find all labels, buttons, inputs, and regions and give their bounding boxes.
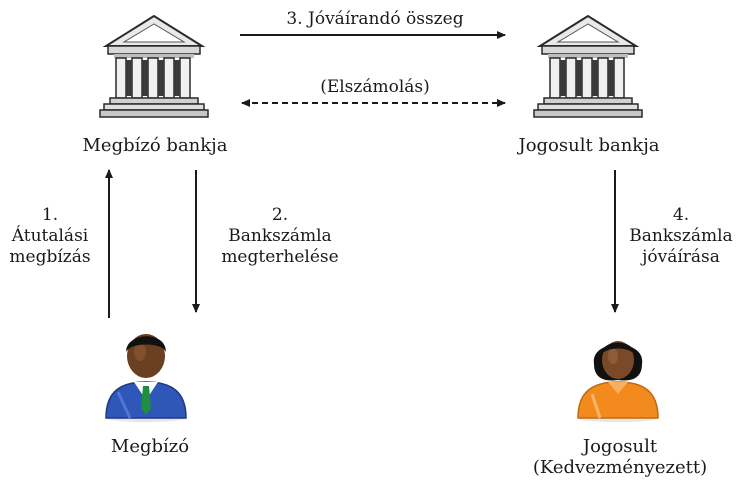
step2-line1: Bankszámla: [228, 226, 332, 246]
businessman-avatar-icon: [105, 334, 187, 422]
payee-label-name: Jogosult: [582, 436, 658, 457]
step1-label: 1. Átutalási megbízás: [0, 205, 100, 268]
step1-line2: megbízás: [9, 247, 91, 267]
step4-line2: jóváírása: [642, 247, 720, 267]
step4-label: 4. Bankszámla jóváírása: [624, 205, 738, 268]
payee-label-role: (Kedvezményezett): [532, 457, 708, 478]
settlement-label: (Elszámolás): [320, 77, 430, 97]
step1-line1: Átutalási: [11, 226, 89, 246]
step4-number: 4.: [672, 205, 690, 225]
step1-number: 1.: [41, 205, 59, 225]
step2-label: 2. Bankszámla megterhelése: [210, 205, 350, 268]
step2-line2: megterhelése: [221, 247, 339, 267]
woman-avatar-icon: [577, 341, 659, 422]
step2-number: 2.: [271, 205, 289, 225]
step4-line1: Bankszámla: [629, 226, 733, 246]
payer-bank-label: Megbízó bankja: [82, 135, 228, 156]
payee-label: Jogosult (Kedvezményezett): [520, 436, 720, 478]
bank-building-icon: [99, 14, 209, 118]
payer-label: Megbízó: [110, 436, 190, 457]
bank-building-icon: [533, 14, 643, 118]
step3-label: 3. Jóváírandó összeg: [286, 9, 464, 29]
payee-bank-label: Jogosult bankja: [518, 135, 660, 156]
